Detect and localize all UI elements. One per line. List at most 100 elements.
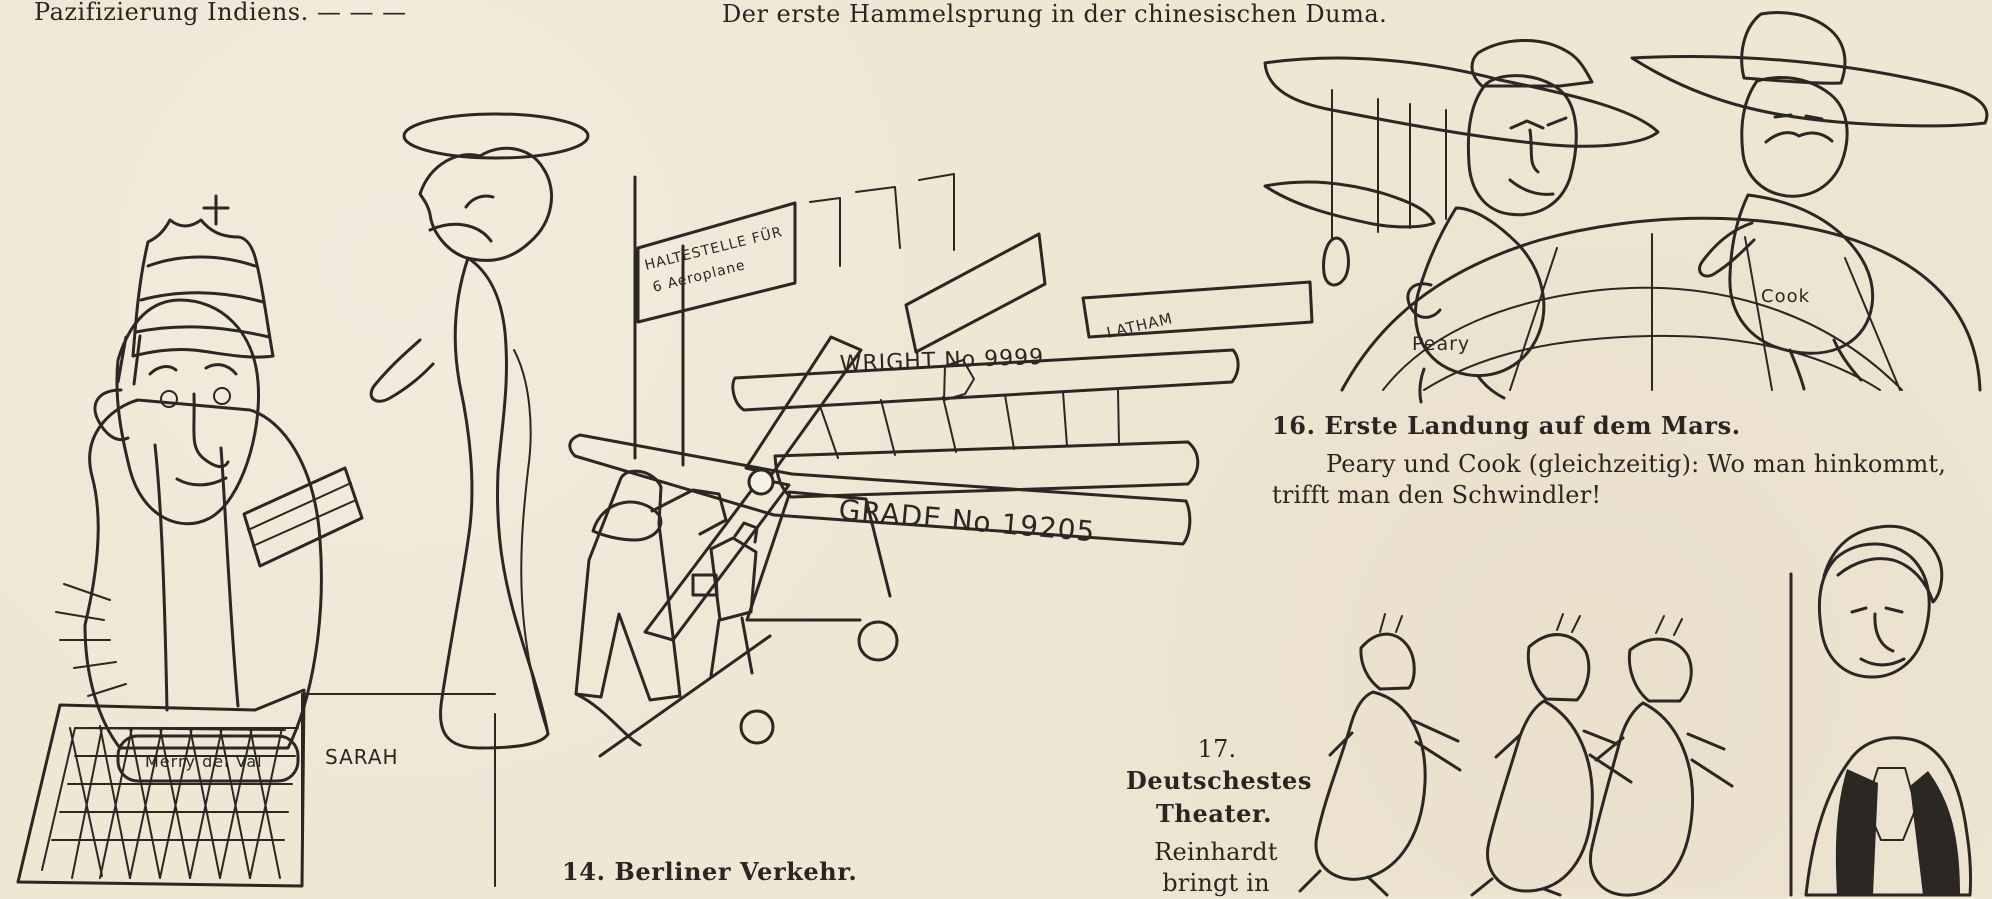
pope-right-eye: [213, 387, 231, 405]
tiara-cross: [202, 194, 230, 226]
reinhardt-brows: [1850, 606, 1904, 614]
sarah-halo: [402, 112, 590, 160]
cook-fur-hat: [1740, 11, 1847, 85]
insect-3-body: [1589, 701, 1695, 897]
cook-arm: [1698, 221, 1756, 278]
right-plane-wing: [1630, 55, 1989, 128]
insect-2-antennae: [1556, 613, 1581, 633]
merry-label: Merry del Val: [145, 752, 263, 771]
caption-16-title: 16. Erste Landung auf dem Mars.: [1272, 411, 1741, 440]
pope-and-sarah-illustration: SARAH Merry del Val: [16, 112, 590, 888]
insect-3-antennae: [1655, 615, 1683, 636]
insect-2-body: [1486, 699, 1594, 893]
caption-16-line-1: Peary und Cook (gleichzeitig): Wo man hi…: [1326, 450, 1947, 478]
pope-raised-hand: [93, 388, 130, 441]
sarah-arm: [369, 338, 435, 403]
latham-label: LATHAM: [1105, 309, 1175, 342]
insect-1-antennae: [1379, 613, 1403, 633]
pope-left-eye: [160, 390, 178, 408]
sarah-face-lines: [428, 194, 495, 243]
front-passenger: [709, 536, 758, 622]
pope-robe: [83, 398, 323, 750]
wright-wing: [731, 348, 1240, 412]
insect-3-limbs: [1594, 732, 1734, 788]
insect-1-body: [1314, 690, 1427, 881]
insect-3-head: [1627, 637, 1693, 703]
woman-hat: [591, 500, 663, 542]
propeller-hub: [747, 468, 775, 496]
carpet-inner-line: [41, 727, 286, 871]
caption-16-line-2: trifft man den Schwindler!: [1272, 481, 1602, 509]
caption-17-line-3: Reinhardt: [1154, 838, 1278, 866]
peary-legs: [1418, 367, 1506, 404]
pilot-hat-figure: [943, 359, 975, 401]
grade-wing: [568, 433, 1192, 546]
globe-grid-lines: [1382, 233, 1903, 391]
landing-frame: [745, 490, 892, 622]
insect-1-legs: [1298, 869, 1389, 897]
front-wheel: [857, 620, 899, 662]
caption-17-line-4: bringt in: [1162, 869, 1270, 897]
cook-brows: [1773, 113, 1824, 121]
reinhardt-head: [1817, 542, 1931, 679]
cook-label: Cook: [1761, 286, 1810, 307]
peary-head: [1466, 74, 1578, 217]
sarah-head: [418, 146, 554, 262]
upper-plane-struts: [819, 389, 1120, 459]
reinhardt-hair: [1822, 524, 1944, 604]
sarah-body: [439, 256, 550, 750]
left-plane-wheel: [1322, 236, 1350, 287]
merry-del-val-banner: [116, 734, 300, 783]
book-lines: [247, 482, 357, 547]
peary-mouth: [1508, 178, 1555, 196]
pope-blessing-fingers: [116, 334, 142, 386]
pope-nose: [192, 392, 230, 469]
front-passenger-legs: [709, 616, 754, 678]
peary-body: [1413, 206, 1546, 378]
robe-stole-lines: [153, 443, 240, 712]
carpet-outline: [16, 688, 306, 888]
insect-2-legs: [1470, 877, 1562, 897]
pope-eyebrows: [148, 363, 238, 376]
reinhardt-coat-shadow-right: [1910, 771, 1960, 895]
reinhardt-vest: [1865, 767, 1917, 841]
front-passenger-head: [733, 521, 759, 544]
peary-hand: [1406, 282, 1442, 319]
berliner-verkehr-illustration: HALTESTELLE FÜR 6 Aeroplane LATHAM WRIGH…: [568, 173, 1314, 758]
cook-head: [1740, 75, 1849, 198]
wright-label: WRIGHT No 9999: [839, 345, 1044, 377]
insect-2-head: [1526, 633, 1591, 702]
insect-1-limbs: [1328, 719, 1462, 772]
reinhardt-face-lines: [1859, 612, 1906, 667]
background-houses: [809, 173, 955, 267]
station-posts: [633, 175, 685, 467]
pope-head: [115, 298, 261, 526]
caption-17-line-2: Theater.: [1155, 799, 1273, 828]
pedestal-outline: [301, 693, 496, 887]
insect-1-head: [1359, 632, 1416, 691]
cook-legs: [1788, 338, 1863, 391]
peary-and-cook-illustration: Peary Cook: [1263, 11, 1989, 404]
pope-radiance-lines: [55, 583, 127, 697]
tiara-bands: [134, 255, 271, 339]
haltestelle-sign: [636, 201, 797, 324]
caption-14: 14. Berliner Verkehr.: [562, 857, 858, 886]
left-plane-lower-wing: [1263, 180, 1436, 229]
papal-tiara: [131, 218, 275, 359]
left-plane-struts: [1331, 89, 1447, 239]
top-left-caption: Pazifizierung Indiens. — — —: [34, 0, 407, 26]
peary-brows: [1509, 116, 1568, 130]
latham-wing: [904, 232, 1047, 354]
peary-cap: [1470, 39, 1594, 88]
sarah-label: SARAH: [325, 745, 399, 769]
cook-mustache: [1764, 131, 1834, 144]
carpet-pattern-diagonal-b: [71, 727, 283, 879]
cook-body: [1728, 193, 1875, 355]
woman-in-hat: [574, 469, 682, 702]
propeller-upper-blade: [744, 335, 863, 476]
back-wheel: [739, 709, 775, 745]
sarah-radiance-lines: [513, 349, 549, 735]
top-center-caption: Der erste Hammelsprung in der chinesisch…: [722, 0, 1388, 28]
woman-arm: [650, 488, 728, 536]
